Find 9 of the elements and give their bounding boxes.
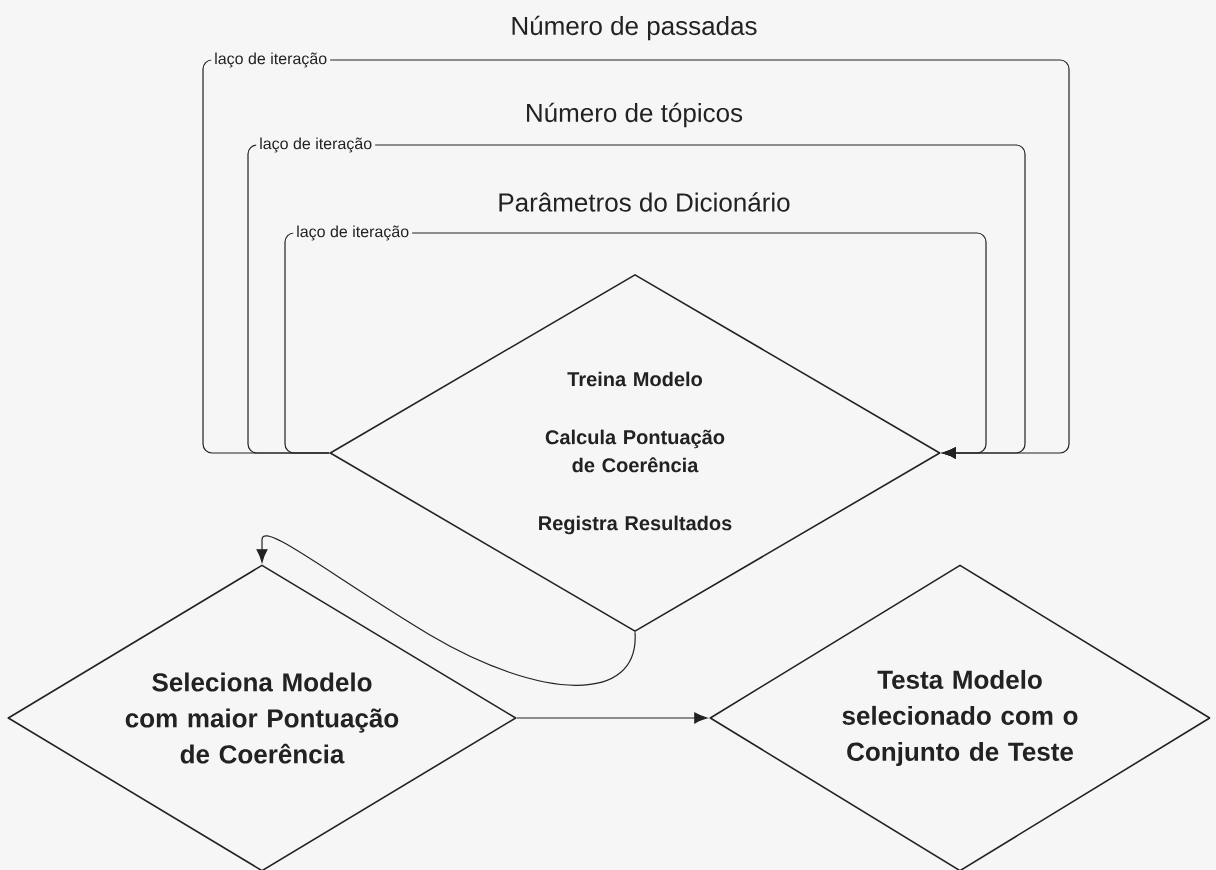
loop-heading: Número de passadas [512, 15, 757, 41]
edge-label: laço de iteração [211, 49, 331, 71]
arrow [516, 712, 708, 724]
arrow [256, 535, 636, 686]
loop-heading: Parâmetros do Dicionário [499, 192, 790, 212]
loop-heading: Número de tópicos [527, 102, 743, 128]
loop-arrow [284, 232, 987, 459]
edge-label: laço de iteração [293, 222, 413, 244]
edge-label: laço de iteração [256, 134, 376, 156]
